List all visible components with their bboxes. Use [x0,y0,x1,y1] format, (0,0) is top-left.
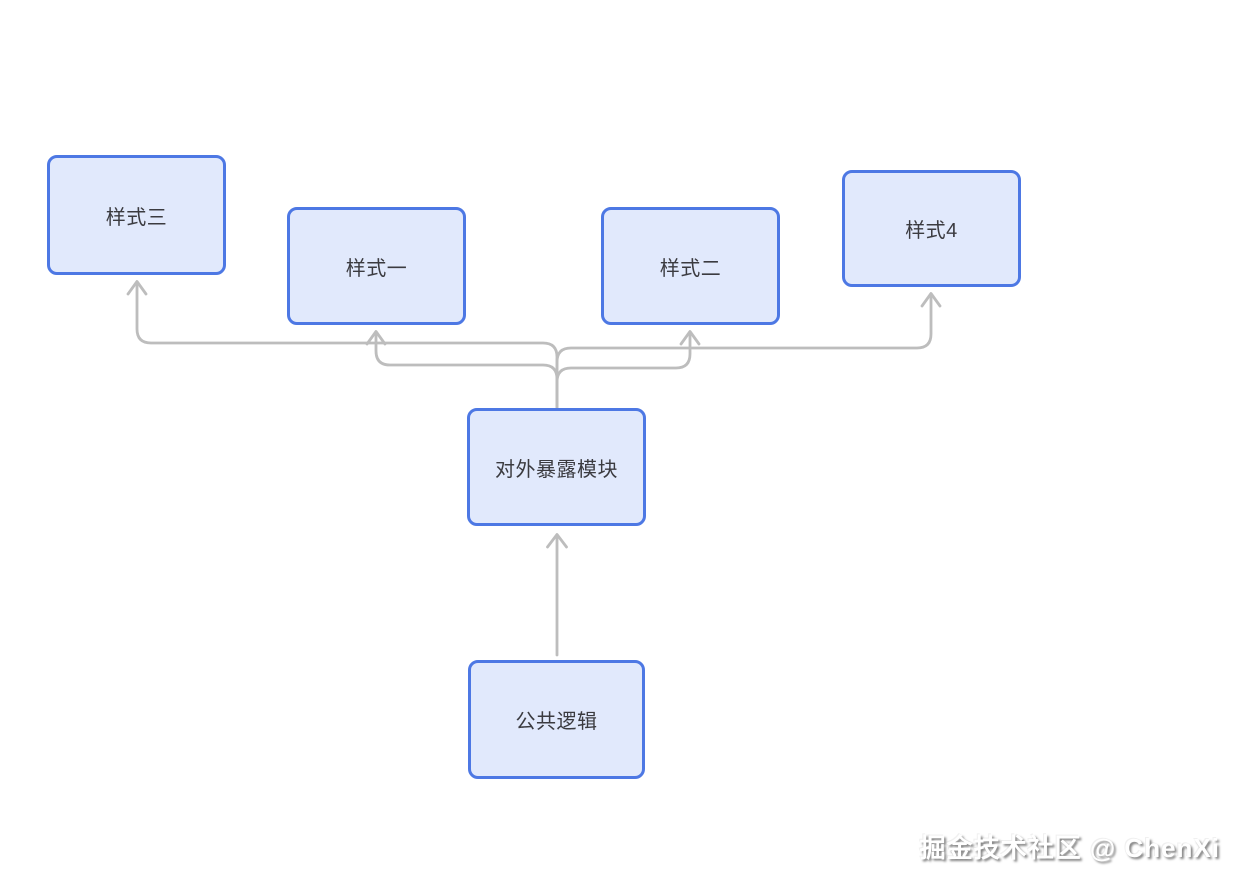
arrowhead-common-to-expose [546,533,568,549]
arrowhead-expose-to-style1 [365,330,387,346]
node-style4-label: 样式4 [905,220,958,242]
node-style2: 样式二 [601,207,780,325]
node-common-logic-label: 公共逻辑 [515,711,598,733]
node-style1: 样式一 [287,207,466,325]
node-style2-label: 样式二 [659,257,722,280]
node-style1-label: 样式一 [345,257,408,280]
node-style3-label: 样式三 [105,206,168,229]
arrowhead-expose-to-style2 [679,330,701,346]
connector-expose-to-style3 [135,282,559,409]
arrowhead-expose-to-style3 [126,280,148,296]
connector-expose-to-style1 [374,332,559,409]
connector-expose-to-style2 [555,332,692,409]
node-common-logic: 公共逻辑 [468,660,645,779]
connector-expose-to-style4 [555,294,933,409]
node-expose-module: 对外暴露模块 [467,408,646,526]
arrowhead-expose-to-style4 [920,292,942,308]
node-style4: 样式4 [842,170,1021,287]
node-expose-module-label: 对外暴露模块 [495,458,618,481]
node-style3: 样式三 [47,155,226,275]
watermark: 掘金技术社区 @ ChenXi [919,833,1220,863]
